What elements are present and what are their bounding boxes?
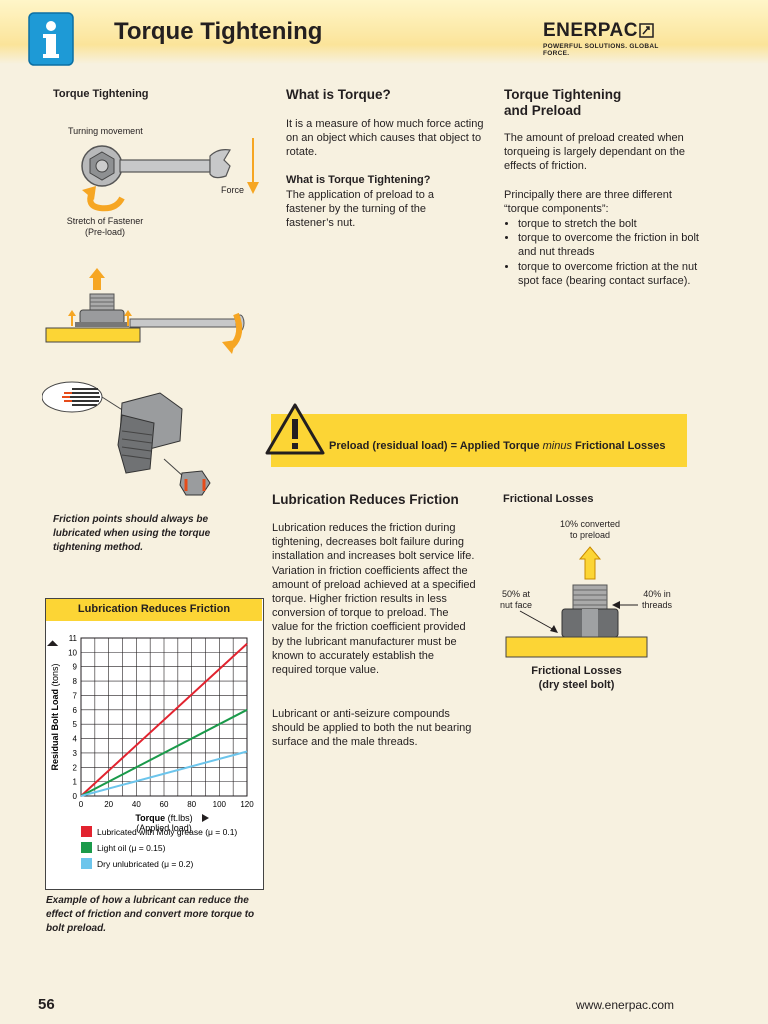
- threads-label: 40% in threads: [640, 589, 674, 611]
- stretch-label-line1: Stretch of Fastener: [66, 216, 144, 226]
- y-tick-label: 5: [73, 720, 78, 729]
- legend-label: Lubricated with Moly grease (μ = 0.1): [97, 827, 237, 837]
- turning-label: Turning movement: [68, 126, 143, 136]
- y-tick-label: 4: [73, 735, 78, 744]
- chart-title: Lubrication Reduces Friction: [77, 603, 231, 615]
- x-tick-label: 100: [213, 800, 227, 809]
- series-line: [80, 750, 248, 797]
- components-item: torque to overcome the friction in bolt …: [518, 231, 712, 259]
- frictional-caption: Frictional Losses (dry steel bolt): [506, 664, 647, 692]
- x-tick-label: 80: [187, 800, 196, 809]
- formula-part-1: Preload (residual load) = Applied Torque: [329, 440, 543, 452]
- series-line: [80, 708, 248, 797]
- y-tick-label: 8: [73, 677, 78, 686]
- nut-face-label-line1: 50% at: [501, 589, 531, 599]
- y-tick-label: 3: [73, 749, 78, 758]
- formula-minus: minus: [542, 440, 572, 452]
- rotate-down-arrow-icon: [222, 340, 236, 354]
- lubricant-application-text: Lubricant or anti-seizure compounds shou…: [272, 708, 472, 749]
- torque-tightening-text: The application of preload to a fastener…: [286, 189, 434, 230]
- y-tick-label: 0: [73, 792, 78, 801]
- y-tick-label: 9: [73, 663, 78, 672]
- force-arrow-icon: [247, 182, 259, 194]
- lubrication-text: Lubrication reduces the friction during …: [272, 522, 476, 677]
- y-axis-label: Residual Bolt Load (tons): [50, 663, 60, 770]
- x-tick-label: 20: [104, 800, 113, 809]
- formula-part-3: Frictional Losses: [571, 440, 666, 452]
- rotation-arrow-icon: [82, 186, 96, 200]
- preload-heading: Torque Tightening and Preload: [504, 87, 621, 119]
- y-tick-label: 6: [73, 706, 78, 715]
- preload-formula-banner: [271, 414, 687, 467]
- stretch-label-line2: (Pre-load): [84, 227, 125, 237]
- y-axis-arrow-icon: [47, 640, 59, 646]
- frictional-caption-line1: Frictional Losses: [531, 665, 622, 677]
- legend-swatch: [81, 842, 92, 853]
- series-line: [80, 643, 248, 797]
- y-tick-label: 1: [73, 778, 78, 787]
- enerpac-logo: ENERPAC POWERFUL SOLUTIONS. GLOBAL FORCE…: [543, 20, 683, 57]
- warning-icon: [265, 403, 325, 455]
- what-is-torque-heading: What is Torque?: [286, 87, 391, 102]
- x-axis-sublabel: (Applied load): [136, 823, 192, 833]
- friction-points-illustration: [42, 381, 211, 496]
- what-is-torque-text: It is a measure of how much force acting…: [286, 118, 484, 159]
- y-tick-label: 2: [73, 763, 78, 772]
- frictional-losses-diagram: [505, 546, 648, 658]
- logo-tagline: POWERFUL SOLUTIONS. GLOBAL FORCE.: [543, 43, 659, 57]
- components-item: torque to overcome friction at the nut s…: [518, 260, 712, 288]
- frictional-caption-line2: (dry steel bolt): [538, 679, 615, 691]
- converted-label-line2: to preload: [569, 530, 611, 540]
- x-tick-label: 120: [240, 800, 254, 809]
- stretch-label: Stretch of Fastener (Pre-load): [60, 216, 150, 238]
- x-axis-arrow-icon: [202, 814, 209, 822]
- bolt-plate-diagram: [45, 268, 245, 354]
- chart-title-bar: [46, 599, 262, 621]
- website-url: www.enerpac.com: [576, 998, 675, 1012]
- lubrication-heading: Lubrication Reduces Friction: [272, 492, 459, 507]
- preload-text: The amount of preload created when torqu…: [504, 132, 686, 173]
- friction-caption: Friction points should always be lubrica…: [53, 514, 211, 553]
- info-icon: [28, 12, 74, 66]
- legend-label: Light oil (μ = 0.15): [97, 843, 166, 853]
- x-tick-label: 40: [132, 800, 141, 809]
- nut-face-label-line2: nut face: [499, 600, 533, 610]
- preload-arrow-icon: [578, 546, 602, 580]
- chart-caption: Example of how a lubricant can reduce th…: [46, 895, 255, 934]
- wrench-diagram: [81, 138, 259, 212]
- left-heading: Torque Tightening: [53, 88, 149, 100]
- legend-swatch: [81, 826, 92, 837]
- up-arrow-icon: [89, 268, 105, 290]
- nut-face-label: 50% at nut face: [498, 589, 534, 611]
- components-item: torque to stretch the bolt: [518, 217, 712, 231]
- preload-heading-line1: Torque Tightening: [504, 87, 622, 102]
- logo-mark-icon: [639, 23, 654, 38]
- torque-tightening-subheading: What is Torque Tightening?: [286, 174, 431, 186]
- converted-label-line1: 10% converted: [559, 519, 621, 529]
- x-tick-label: 0: [79, 800, 84, 809]
- components-intro: Principally there are three different “t…: [504, 189, 672, 216]
- preload-formula-text: Preload (residual load) = Applied Torque…: [329, 440, 666, 452]
- y-tick-label: 10: [68, 648, 77, 657]
- force-label: Force: [221, 185, 245, 195]
- page-number: 56: [38, 996, 55, 1013]
- legend-swatch: [81, 858, 92, 869]
- threads-label-line1: 40% in: [643, 589, 671, 599]
- legend-label: Dry unlubricated (μ = 0.2): [97, 859, 193, 869]
- preload-heading-line2: and Preload: [504, 103, 582, 118]
- frictional-losses-heading: Frictional Losses: [503, 493, 594, 505]
- logo-brand: ENERPAC: [543, 20, 638, 41]
- converted-label: 10% converted to preload: [545, 519, 635, 541]
- threads-label-line2: threads: [641, 600, 673, 610]
- x-axis-label: Torque (ft.lbs): [135, 813, 192, 823]
- components-list: torque to stretch the bolt torque to ove…: [504, 217, 712, 288]
- page-title: Torque Tightening: [114, 18, 323, 45]
- x-tick-label: 60: [160, 800, 169, 809]
- y-tick-label: 7: [73, 691, 78, 700]
- y-tick-label: 11: [69, 634, 78, 643]
